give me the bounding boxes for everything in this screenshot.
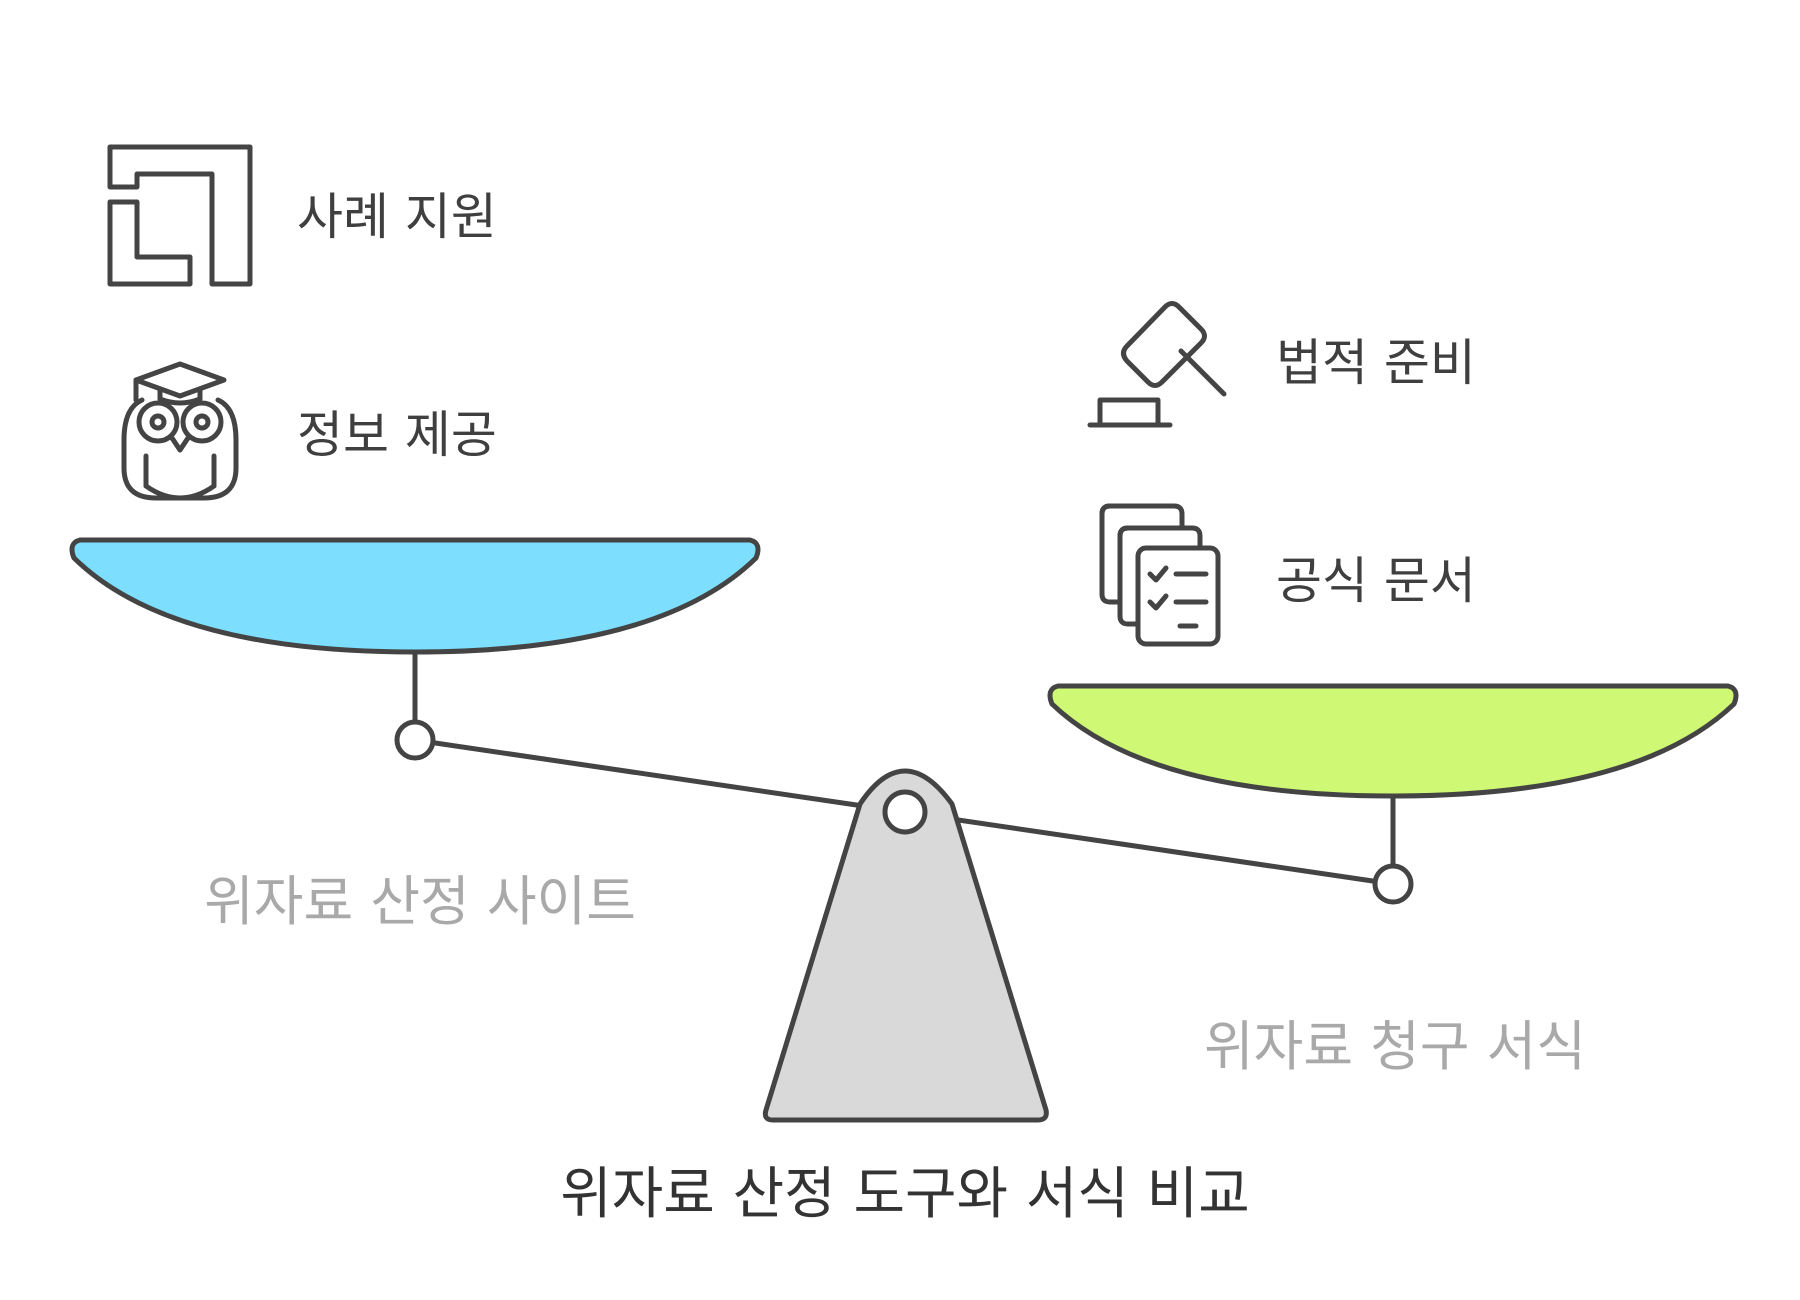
side-label-left: 위자료 산정 사이트 <box>204 870 636 933</box>
left-joint <box>394 719 436 761</box>
gavel-icon <box>1087 301 1227 428</box>
maze-icon <box>107 144 253 287</box>
right-pan <box>1047 683 1739 799</box>
side-label-right: 위자료 청구 서식 <box>1204 1015 1586 1078</box>
fulcrum-pivot <box>882 789 928 835</box>
fulcrum <box>762 768 1049 1123</box>
left-pan <box>69 537 761 655</box>
diagram-title: 위자료 산정 도구와 서식 비교 <box>560 1162 1249 1227</box>
item-label-info-provision: 정보 제공 <box>297 406 497 464</box>
item-label-legal-prep: 법적 준비 <box>1276 334 1476 392</box>
right-joint <box>1372 863 1414 905</box>
item-label-case-support: 사례 지원 <box>297 188 497 246</box>
item-label-official-docs: 공식 문서 <box>1276 552 1476 610</box>
owl-icon <box>121 361 239 501</box>
documents-icon <box>1099 503 1221 647</box>
